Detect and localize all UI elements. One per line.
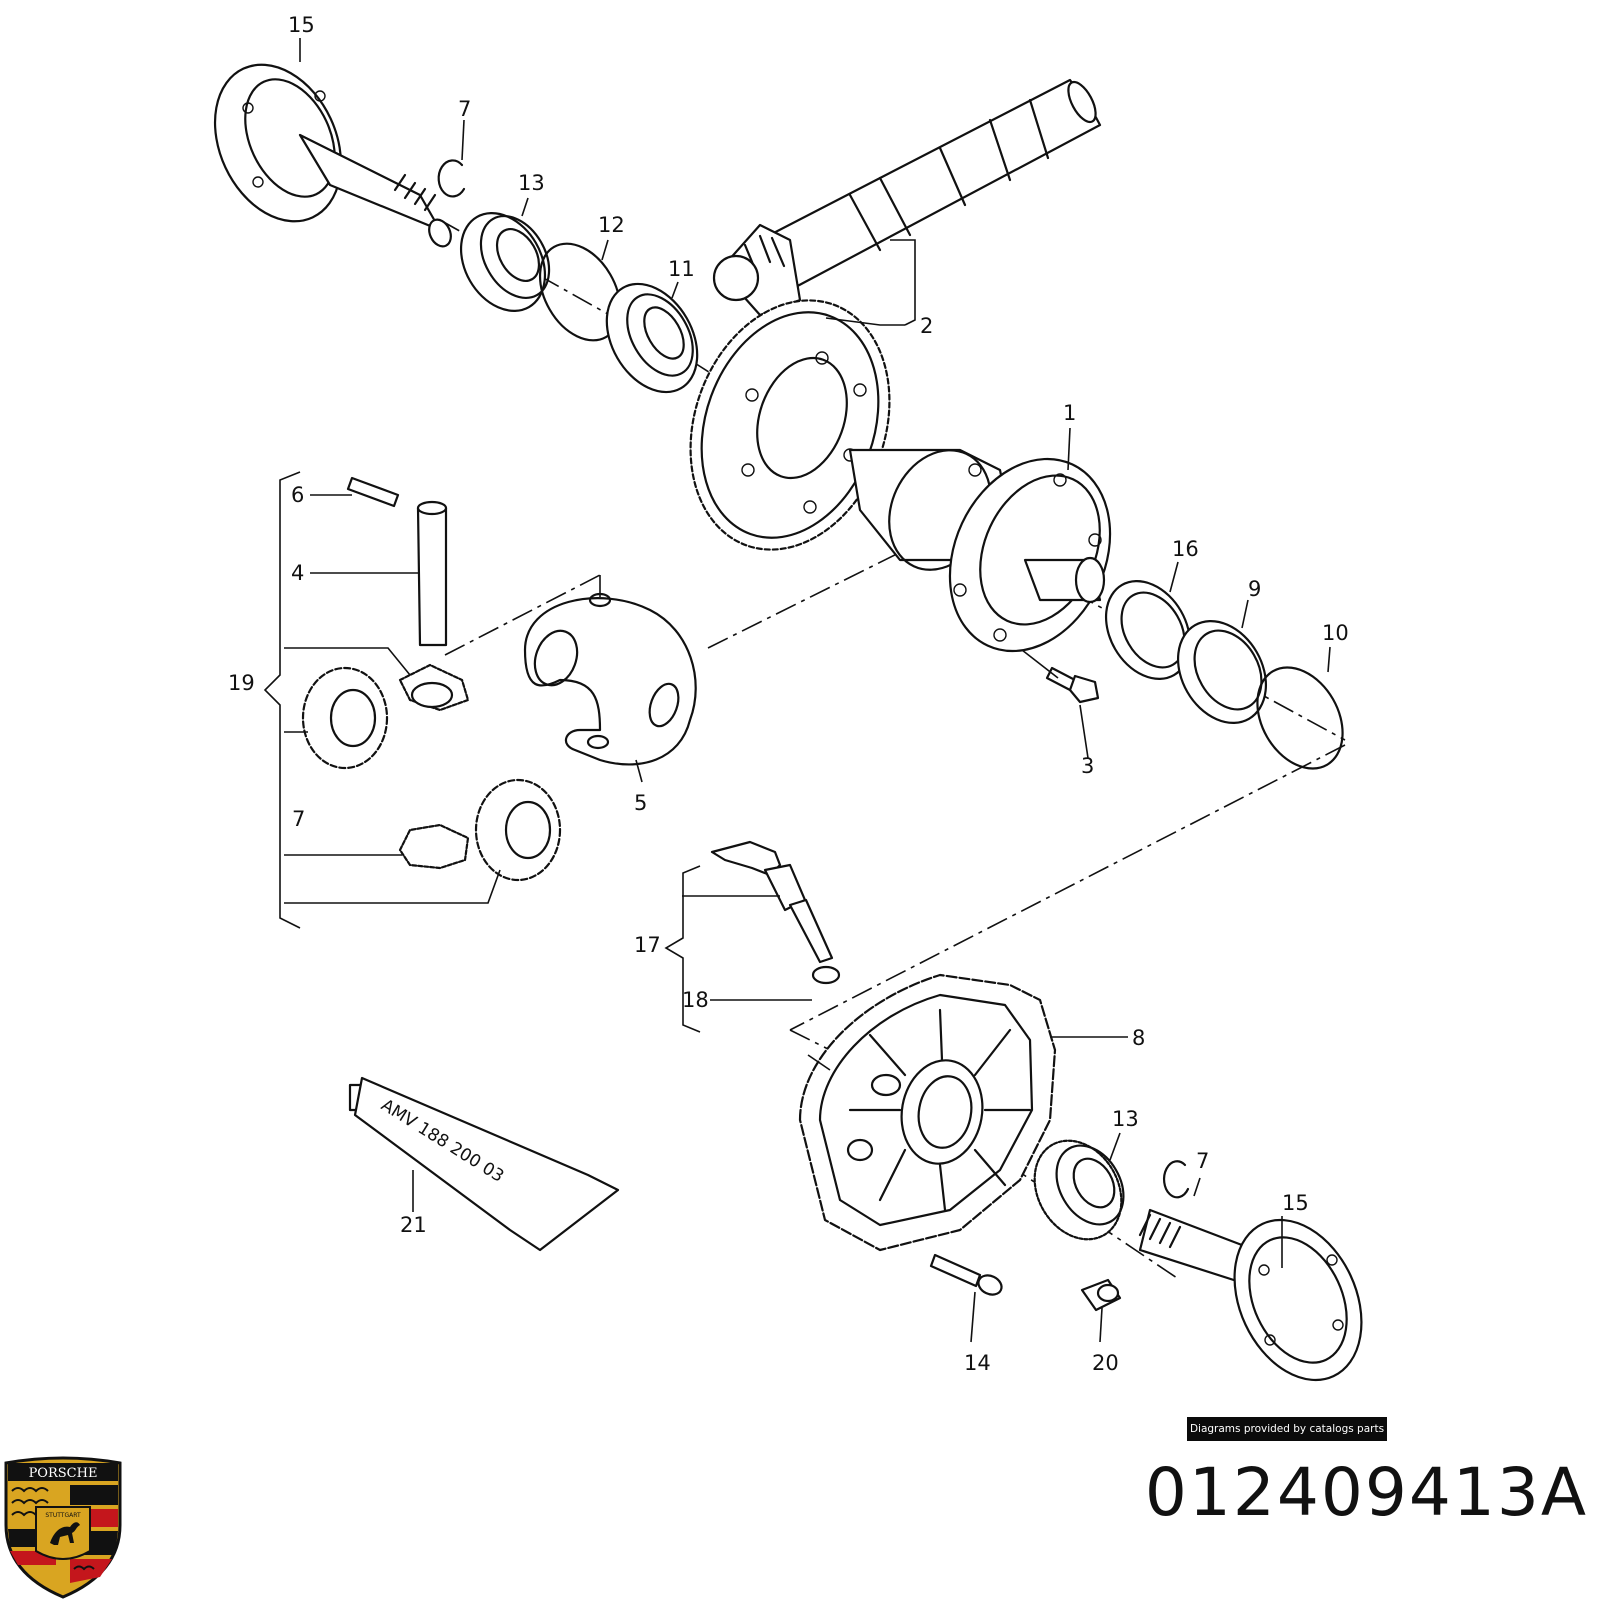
callout-5: 5 [634, 791, 647, 815]
o-ring [811, 965, 841, 985]
callout-8: 8 [1132, 1026, 1145, 1050]
circlip-lower [1163, 1160, 1190, 1199]
callout-10: 10 [1322, 621, 1349, 645]
final-drive-cover [798, 973, 1057, 1252]
planet-gear-2 [398, 823, 470, 870]
callout-7-lower: 7 [1196, 1149, 1209, 1173]
callout-2: 2 [920, 314, 933, 338]
shim-10 [1256, 666, 1344, 770]
callout-9: 9 [1248, 577, 1261, 601]
side-gear-right [474, 778, 562, 882]
part-number: 012409413A [1144, 1454, 1588, 1531]
differential-housing [848, 448, 1112, 653]
drive-flange-shaft-lower [1138, 1208, 1363, 1382]
shaft-seal-upper [459, 212, 551, 312]
callout-7-middle: 7 [292, 807, 305, 831]
callout-18: 18 [682, 988, 709, 1012]
leader-lines [284, 38, 1331, 1343]
callout-12: 12 [598, 213, 625, 237]
callouts: 15 7 13 12 11 2 1 16 9 10 3 6 4 19 5 7 1… [228, 13, 1349, 1375]
callout-1: 1 [1063, 401, 1076, 425]
diagram-credit-badge: Diagrams provided by catalogs parts [1187, 1417, 1387, 1441]
callout-14: 14 [964, 1351, 991, 1375]
drive-flange-shaft-upper [213, 63, 452, 248]
taper-bearing-upper [605, 282, 699, 394]
housing-bolt [1045, 666, 1100, 704]
callout-17: 17 [634, 933, 661, 957]
group-bracket-17 [664, 865, 701, 1033]
planet-gear-1 [398, 663, 470, 712]
differential-case [523, 592, 697, 766]
crest-city-text: STUTTGART [45, 1512, 81, 1519]
differential-pinion-shaft [416, 500, 448, 647]
porsche-crest-logo: PORSCHE STUTTGART [4, 1456, 122, 1599]
callout-13-lower: 13 [1112, 1107, 1139, 1131]
callout-3: 3 [1081, 754, 1094, 778]
group-bracket-19 [263, 471, 301, 929]
taper-bearing-9 [1176, 620, 1268, 724]
callout-4: 4 [291, 561, 304, 585]
callout-15-lower: 15 [1282, 1191, 1309, 1215]
sealant-tube: AMV 188 200 03 [348, 1076, 620, 1252]
pinion-shaft [712, 78, 1102, 317]
crest-brand-text: PORSCHE [29, 1466, 98, 1481]
shim-ring [538, 242, 622, 342]
lock-pin [346, 476, 400, 508]
callout-20: 20 [1092, 1351, 1119, 1375]
drain-plug [1080, 1278, 1122, 1312]
circlip-upper [437, 159, 466, 198]
shaft-seal-lower [1033, 1139, 1125, 1241]
callout-7-upper: 7 [458, 97, 471, 121]
crown-wheel [689, 299, 891, 551]
bearing-race-16 [1104, 580, 1192, 680]
speed-sensor [710, 840, 834, 964]
cover-axis-bracket [807, 1054, 831, 1071]
callout-19: 19 [228, 671, 255, 695]
callout-15-upper: 15 [288, 13, 315, 37]
callout-13-upper: 13 [518, 171, 545, 195]
callout-11: 11 [668, 257, 695, 281]
callout-21: 21 [400, 1213, 427, 1237]
callout-16: 16 [1172, 537, 1199, 561]
side-gear-left [301, 666, 389, 770]
cap-screw [929, 1253, 1003, 1296]
callout-6: 6 [291, 483, 304, 507]
